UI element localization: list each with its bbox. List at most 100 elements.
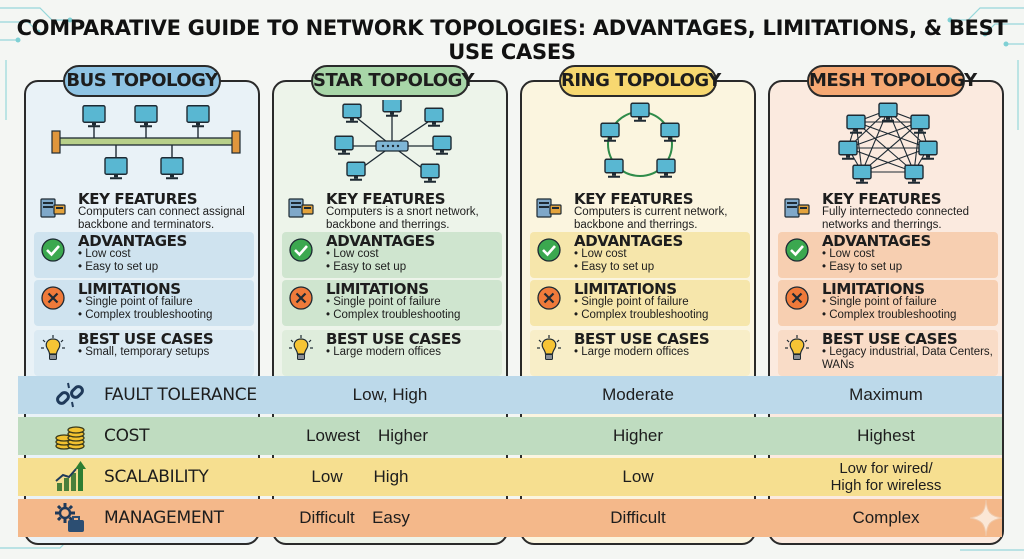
checkmark-icon [785, 238, 809, 262]
best-use-cases-text: • Large modern offices [574, 346, 764, 359]
lightbulb-icon [785, 335, 809, 360]
best-use-cases-title: BEST USE CASES [822, 330, 958, 348]
advantages-title: ADVANTAGES [574, 232, 683, 250]
cross-icon [785, 286, 809, 310]
advantages-text: • Low cost• Easy to set up [822, 248, 1012, 273]
limitations-section: LIMITATIONS • Single point of failure• C… [530, 280, 750, 326]
best-use-cases-line: • Large modern offices [574, 346, 690, 358]
checkmark-icon [537, 238, 561, 262]
advantages-text: • Low cost• Easy to set up [574, 248, 764, 273]
advantages-title: ADVANTAGES [78, 232, 187, 250]
mesh-management-value: Complex [852, 508, 920, 527]
topology-diagram [838, 102, 938, 184]
key-features-text: Computers is a snort network,backbone an… [326, 206, 516, 231]
best-use-cases-section: BEST USE CASES • Large modern offices [282, 330, 502, 376]
server-icon [40, 198, 66, 218]
cost-label: COST [104, 426, 150, 446]
best-use-cases-section: BEST USE CASES • Small, temporary setups [34, 330, 254, 376]
topology-diagram [600, 102, 680, 178]
advantages-title: ADVANTAGES [822, 232, 931, 250]
star-scalability-value-a: Low [311, 467, 343, 486]
scalability-label: SCALABILITY [104, 467, 209, 487]
best-use-cases-section: BEST USE CASES • Legacy industrial, Data… [778, 330, 998, 376]
limitations-line: • Single point of failure [78, 296, 193, 308]
limitations-line: • Single point of failure [574, 296, 689, 308]
card-title: MESH TOPOLOGY [807, 65, 977, 97]
best-use-cases-text: • Small, temporary setups [78, 346, 268, 359]
limitations-text: • Single point of failure• Complex troub… [78, 296, 268, 321]
topology-diagram [51, 105, 241, 180]
cross-icon [41, 286, 65, 310]
star-management-value-b: Easy [372, 508, 410, 527]
mesh-fault-tolerance-value: Maximum [849, 385, 923, 404]
mesh-cost-value: Highest [857, 426, 915, 445]
server-icon [288, 198, 314, 218]
best-use-cases-title: BEST USE CASES [574, 330, 710, 348]
key-features-line: backbone and terminators. [78, 218, 215, 231]
lightbulb-icon [537, 335, 561, 360]
best-use-cases-section: BEST USE CASES • Large modern offices [530, 330, 750, 376]
limitations-section: LIMITATIONS • Single point of failure• C… [778, 280, 998, 326]
advantages-line: • Easy to set up [574, 260, 655, 273]
best-use-cases-line: • Small, temporary setups [78, 346, 210, 358]
key-features-line: networks and therrings. [822, 218, 942, 231]
key-features-line: Computers can connect assignal [78, 206, 245, 218]
cross-icon [537, 286, 561, 310]
sparkle-icon [970, 500, 1002, 536]
page-title: COMPARATIVE GUIDE TO NETWORK TOPOLOGIES:… [16, 16, 1008, 64]
card-title: STAR TOPOLOGY [311, 65, 475, 97]
star-scalability-value-b: High [373, 467, 409, 486]
key-features-title: KEY FEATURES [574, 190, 694, 208]
advantages-line: • Easy to set up [78, 260, 159, 273]
advantages-section: ADVANTAGES • Low cost• Easy to set up [34, 232, 254, 278]
growth-chart-icon [55, 461, 86, 491]
key-features-section: KEY FEATURES Fully internectedo connecte… [778, 190, 998, 231]
key-features-text: Computers is current network,backbone an… [574, 206, 764, 231]
key-features-section: KEY FEATURES Computers is current networ… [530, 190, 750, 231]
key-features-section: KEY FEATURES Computers can connect assig… [34, 190, 254, 231]
star-management-value-a: Difficult [299, 508, 355, 527]
lightbulb-icon [289, 335, 313, 360]
limitations-line: • Complex troubleshooting [574, 308, 709, 321]
advantages-line: • Low cost [574, 248, 627, 260]
advantages-title: ADVANTAGES [326, 232, 435, 250]
best-use-cases-title: BEST USE CASES [326, 330, 462, 348]
advantages-line: • Low cost [822, 248, 875, 260]
limitations-line: • Complex troubleshooting [822, 308, 957, 321]
key-features-title: KEY FEATURES [78, 190, 198, 208]
limitations-title: LIMITATIONS [78, 280, 181, 298]
star-cost-value-b: Higher [377, 426, 429, 445]
server-icon [784, 198, 810, 218]
ring-management-value: Difficult [610, 508, 666, 527]
best-use-cases-text: • Legacy industrial, Data Centers,WANs [822, 346, 1012, 371]
limitations-text: • Single point of failure• Complex troub… [326, 296, 516, 321]
card-title: RING TOPOLOGY [559, 65, 721, 97]
management-label: MANAGEMENT [104, 508, 224, 528]
key-features-title: KEY FEATURES [822, 190, 942, 208]
limitations-title: LIMITATIONS [822, 280, 925, 298]
advantages-section: ADVANTAGES • Low cost• Easy to set up [530, 232, 750, 278]
ring-fault-tolerance-value: Moderate [602, 385, 674, 404]
key-features-line: Computers is a snort network, [326, 206, 479, 218]
limitations-section: LIMITATIONS • Single point of failure• C… [282, 280, 502, 326]
lightbulb-icon [41, 335, 65, 360]
ring-scalability-value: Low [622, 467, 654, 486]
fault-tolerance-row: FAULT TOLERANCE Low, High Moderate Maxim… [18, 376, 1002, 414]
limitations-text: • Single point of failure• Complex troub… [574, 296, 764, 321]
advantages-section: ADVANTAGES • Low cost• Easy to set up [778, 232, 998, 278]
best-use-cases-line: • Large modern offices [326, 346, 442, 358]
advantages-text: • Low cost• Easy to set up [78, 248, 268, 273]
management-row: MANAGEMENT Difficult Easy Difficult Comp… [18, 499, 1002, 537]
key-features-line: Computers is current network, [574, 206, 728, 218]
limitations-line: • Complex troubleshooting [326, 308, 461, 321]
checkmark-icon [289, 238, 313, 262]
fault-tolerance-label: FAULT TOLERANCE [104, 385, 257, 405]
cost-row: COST Lowest Higher Higher Highest [18, 417, 1002, 455]
star-fault-tolerance-value: Low, High [352, 385, 428, 404]
key-features-section: KEY FEATURES Computers is a snort networ… [282, 190, 502, 231]
cross-icon [289, 286, 313, 310]
advantages-text: • Low cost• Easy to set up [326, 248, 516, 273]
limitations-line: • Single point of failure [822, 296, 937, 308]
